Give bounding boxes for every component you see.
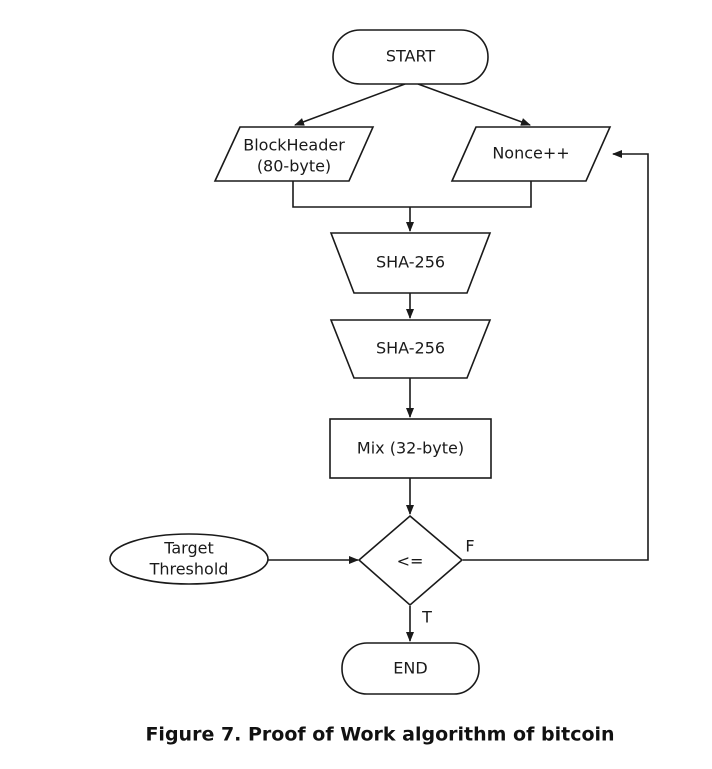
mix-label: Mix (32-byte) (357, 439, 464, 458)
target-label-line2: Threshold (149, 560, 229, 579)
target-threshold-node: Target Threshold (109, 533, 269, 585)
sha256-label-first: SHA-256 (376, 253, 445, 272)
nonce-label: Nonce++ (492, 144, 569, 163)
false-branch-label: F (465, 537, 474, 556)
end-label: END (393, 659, 427, 678)
blockheader-label-line2: (80-byte) (257, 157, 331, 176)
true-branch-label: T (421, 608, 432, 627)
edge-merge-inputs (292, 181, 532, 208)
mix-node: Mix (32-byte) (329, 418, 492, 479)
decision-label: <= (397, 552, 424, 571)
edges (268, 83, 649, 642)
sha256-node-second: SHA-256 (329, 319, 492, 379)
edge-start-to-blockheader (294, 83, 406, 126)
blockheader-label-line1: BlockHeader (243, 136, 345, 155)
edge-start-to-nonce (417, 83, 531, 126)
start-label: START (386, 47, 436, 66)
start-node: START (332, 29, 489, 85)
edge-false-loop-to-nonce (463, 150, 649, 561)
target-label-line1: Target (163, 539, 214, 558)
decision-node: <= (357, 514, 464, 607)
sha256-label-second: SHA-256 (376, 339, 445, 358)
nonce-node: Nonce++ (450, 126, 612, 182)
blockheader-node: BlockHeader (80-byte) (213, 126, 375, 182)
figure-caption: Figure 7. Proof of Work algorithm of bit… (145, 724, 614, 746)
sha256-node-first: SHA-256 (329, 232, 492, 294)
end-node: END (341, 642, 480, 695)
